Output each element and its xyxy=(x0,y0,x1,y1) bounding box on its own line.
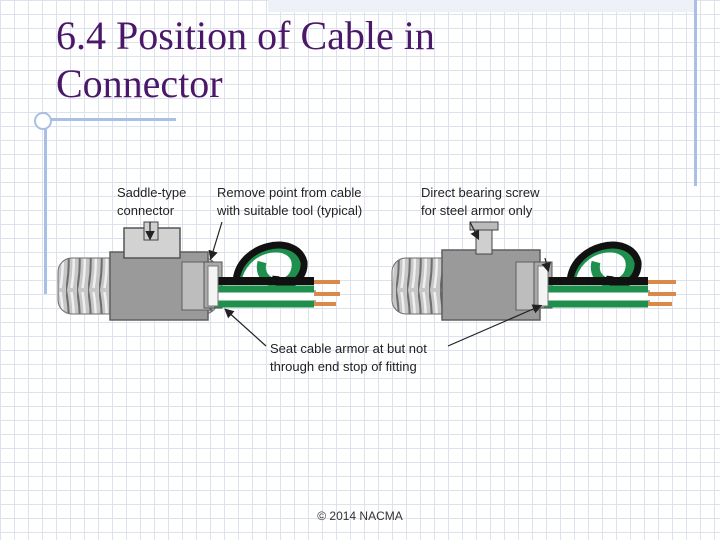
arrow-direct-screw xyxy=(469,221,480,241)
direct-label-line-1: Direct bearing screw xyxy=(421,185,540,200)
seat-label-line-1: Seat cable armor at but not xyxy=(270,341,427,356)
arrow-remove-point-right xyxy=(541,257,551,273)
decorative-ring-icon xyxy=(34,112,52,130)
callout-arrows xyxy=(145,221,551,347)
left-fitting-end xyxy=(207,265,219,307)
right-assembly xyxy=(391,221,676,321)
saddle-screw-icon xyxy=(143,221,159,241)
decorative-rule-under-title xyxy=(48,118,176,121)
slide-title: 6.4 Position of Cable in Connector xyxy=(56,12,435,108)
copyright-footer: © 2014 NACMA xyxy=(317,509,403,523)
arrow-seat-left xyxy=(224,308,267,347)
title-line-2: Connector xyxy=(56,61,223,106)
seat-label-line-2: through end stop of fitting xyxy=(270,359,417,374)
title-line-1: 6.4 Position of Cable in xyxy=(56,13,435,58)
arrow-remove-point xyxy=(208,221,223,261)
saddle-label-line-2: connector xyxy=(117,203,175,218)
saddle-label-line-1: Saddle-type xyxy=(117,185,186,200)
remove-label-line-2: with suitable tool (typical) xyxy=(216,203,362,218)
direct-screw-head xyxy=(469,221,499,231)
remove-label-line-1: Remove point from cable xyxy=(217,185,362,200)
header-bar xyxy=(268,0,694,12)
direct-label-line-2: for steel armor only xyxy=(421,203,533,218)
arrow-seat-right xyxy=(447,304,543,347)
left-copper-tips xyxy=(314,280,340,306)
decorative-rule-left xyxy=(44,112,47,294)
right-copper-tips xyxy=(648,280,676,306)
right-fitting-end xyxy=(537,265,549,307)
left-assembly xyxy=(57,221,340,321)
decorative-rule-right xyxy=(694,0,697,186)
